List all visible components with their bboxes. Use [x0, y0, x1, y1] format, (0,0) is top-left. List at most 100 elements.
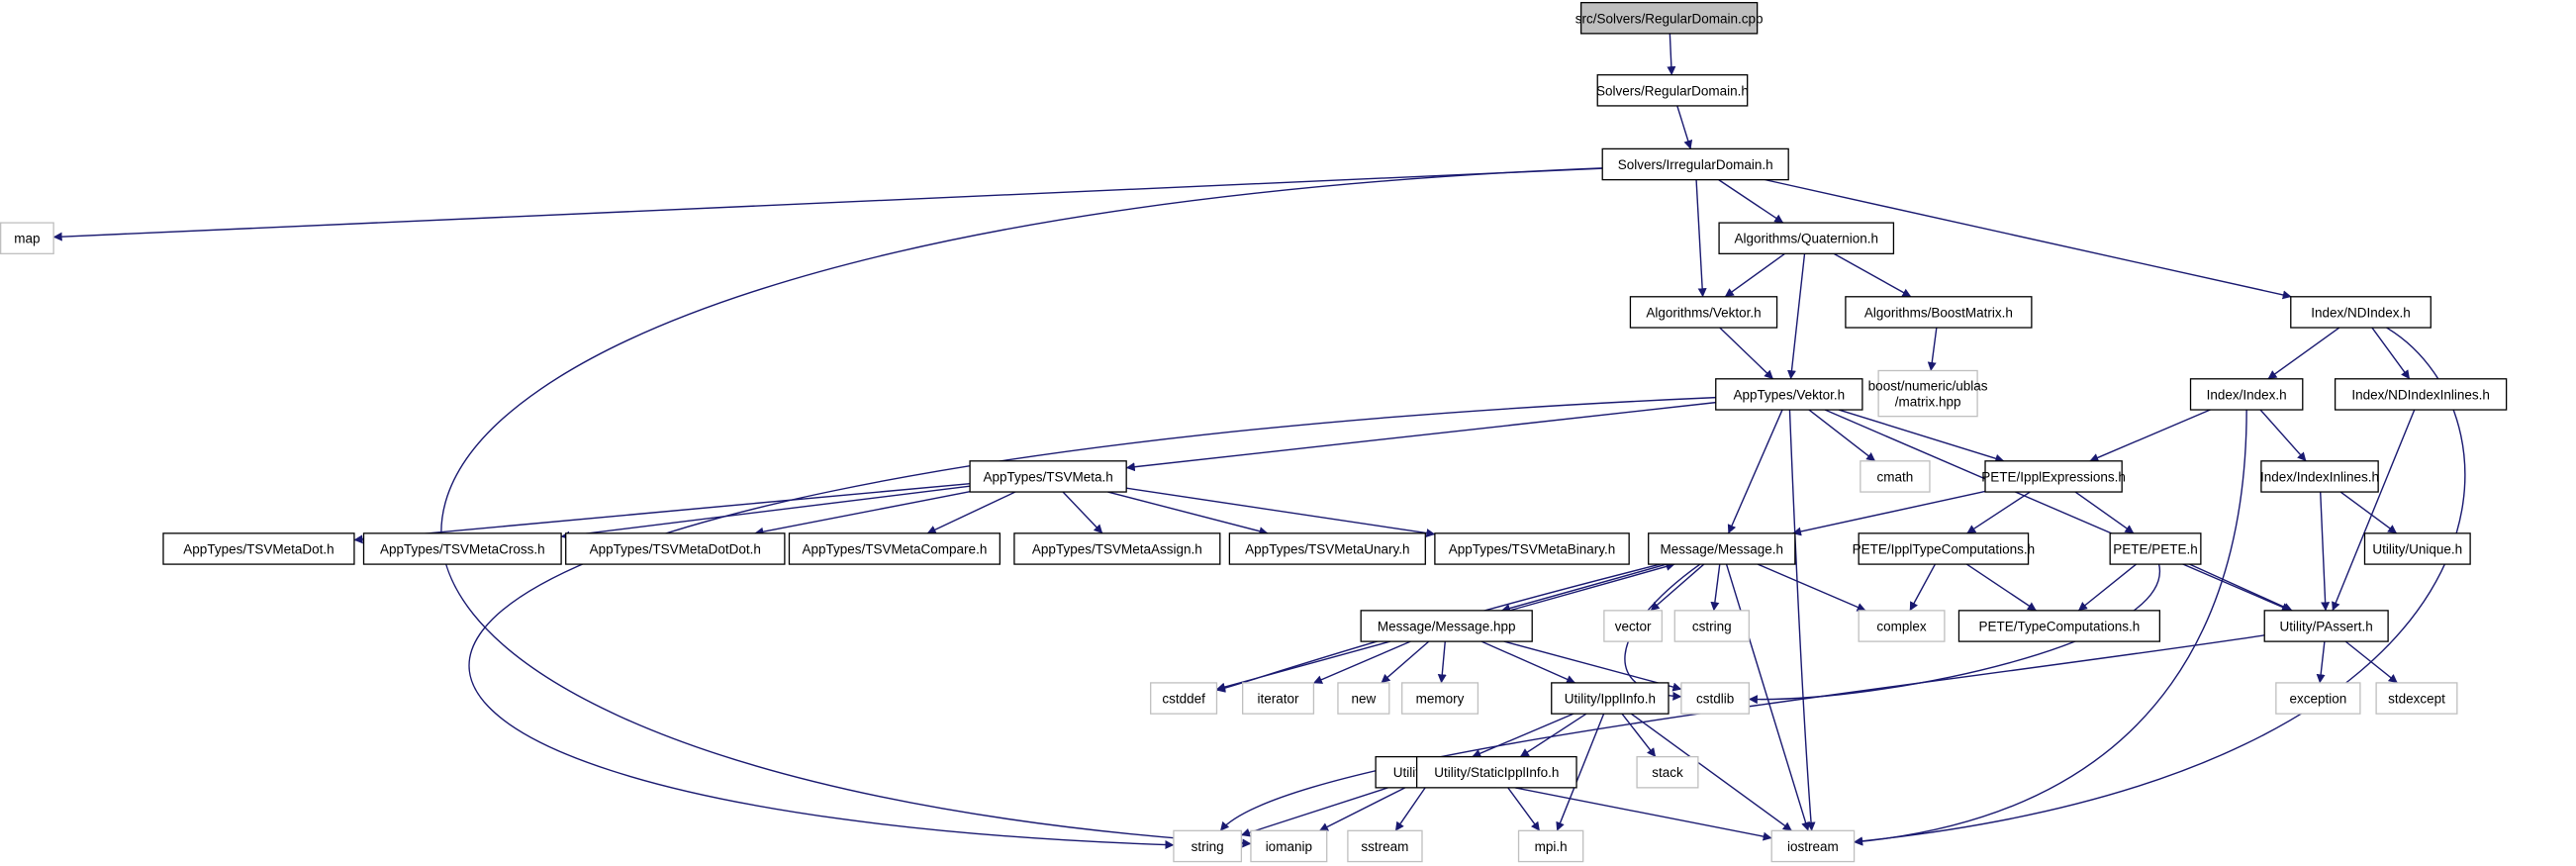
node-label: Index/NDIndex.h	[2311, 305, 2411, 320]
node-label: Utility/IpplInfo.h	[1565, 692, 1656, 707]
include-edge	[1503, 640, 1682, 692]
node-label: memory	[1416, 692, 1465, 707]
system-header-node: cmath	[1860, 460, 1931, 493]
node-box	[2290, 296, 2432, 329]
node-box	[1877, 369, 1978, 418]
node-box	[1013, 532, 1221, 565]
header-file-node[interactable]: AppTypes/TSVMetaCross.h	[362, 532, 562, 565]
include-edge	[1519, 713, 1587, 758]
node-label: AppTypes/TSVMetaCompare.h	[802, 541, 987, 556]
node-box	[1715, 378, 1863, 411]
include-edge	[2259, 409, 2307, 462]
include-edge	[1437, 641, 1447, 684]
node-box	[565, 532, 786, 565]
header-file-node[interactable]: Index/IndexInlines.h	[2260, 460, 2379, 493]
header-file-node[interactable]: Algorithms/Quaternion.h	[1718, 222, 1895, 254]
system-header-node: complex	[1858, 610, 1946, 642]
include-edge	[440, 167, 1603, 848]
root-file-node[interactable]: src/Solvers/RegularDomain.cpp	[1575, 1, 1764, 35]
include-edge	[1833, 252, 1912, 298]
header-file-node[interactable]: AppTypes/TSVMetaDot.h	[162, 532, 355, 565]
node-box	[1551, 682, 1670, 715]
node-label: AppTypes/TSVMetaUnary.h	[1245, 541, 1409, 556]
header-file-node[interactable]: AppTypes/TSVMetaUnary.h	[1228, 532, 1426, 565]
header-file-node[interactable]: Solvers/RegularDomain.h	[1596, 74, 1749, 107]
header-file-node[interactable]: PETE/TypeComputations.h	[1957, 610, 2161, 642]
include-edge	[1966, 491, 2031, 534]
include-edge	[2089, 409, 2211, 462]
include-edge	[1965, 563, 2037, 612]
include-edge	[1724, 252, 1785, 298]
include-edge	[1765, 178, 2292, 300]
include-edge	[2316, 641, 2326, 684]
header-file-node[interactable]: Utility/PAssert.h	[2263, 610, 2389, 642]
header-file-node[interactable]: AppTypes/Vektor.h	[1715, 378, 1863, 411]
header-file-node[interactable]: AppTypes/TSVMetaCompare.h	[788, 532, 1001, 565]
node-box	[788, 532, 1001, 565]
node-label: Algorithms/Quaternion.h	[1734, 232, 1878, 246]
node-box	[1579, 1, 1759, 35]
system-header-node: iomanip	[1250, 829, 1328, 863]
node-label: /matrix.hpp	[1895, 395, 1961, 410]
include-edge	[1667, 33, 1676, 76]
include-edge	[1621, 713, 1657, 758]
include-edge	[1788, 410, 1816, 831]
header-file-node[interactable]: Message/Message.hpp	[1360, 610, 1533, 642]
node-box	[2263, 610, 2389, 642]
node-box	[1673, 610, 1750, 642]
header-file-node[interactable]: Algorithms/Vektor.h	[1629, 296, 1778, 329]
node-box	[2334, 378, 2508, 411]
node-box	[1250, 829, 1328, 863]
header-file-node[interactable]: Index/Index.h	[2189, 378, 2304, 411]
header-file-node[interactable]: AppTypes/TSVMetaAssign.h	[1013, 532, 1221, 565]
node-label: Message/Message.hpp	[1378, 619, 1516, 633]
node-box	[1173, 829, 1243, 863]
header-file-node[interactable]: Utility/IpplInfo.h	[1551, 682, 1670, 715]
include-edge	[1107, 491, 1269, 536]
node-label: Utility/StaticIpplInfo.h	[1434, 765, 1559, 780]
include-edge	[1507, 787, 1541, 831]
header-file-node[interactable]: PETE/IpplTypeComputations.h	[1853, 532, 2036, 565]
header-file-node[interactable]: Index/NDIndexInlines.h	[2334, 378, 2508, 411]
node-label: AppTypes/TSVMetaDotDot.h	[590, 541, 761, 556]
header-file-node[interactable]: PETE/PETE.h	[2109, 532, 2202, 565]
node-label: AppTypes/TSVMetaDot.h	[183, 541, 334, 556]
header-file-node[interactable]: Message/Message.h	[1648, 532, 1796, 565]
header-file-node[interactable]: Utility/Unique.h	[2363, 532, 2471, 565]
node-label: stdexcept	[2388, 692, 2445, 707]
node-label: vector	[1615, 619, 1652, 633]
node-label: complex	[1876, 619, 1927, 633]
node-label: Utility/PAssert.h	[2280, 619, 2373, 633]
node-label: mpi.h	[1535, 839, 1568, 854]
header-file-node[interactable]: AppTypes/TSVMetaDotDot.h	[565, 532, 786, 565]
header-file-node[interactable]: Index/NDIndex.h	[2290, 296, 2432, 329]
header-file-node[interactable]: Algorithms/BoostMatrix.h	[1845, 296, 2033, 329]
include-edge	[1824, 409, 2291, 612]
node-label: Algorithms/BoostMatrix.h	[1864, 305, 2013, 320]
node-label: PETE/IpplTypeComputations.h	[1853, 541, 2036, 556]
node-box	[1636, 755, 1699, 789]
node-box	[1860, 460, 1931, 493]
system-header-node: vector	[1603, 610, 1664, 642]
node-box	[1596, 74, 1749, 107]
node-label: cstring	[1692, 619, 1732, 633]
include-edge	[2267, 327, 2340, 380]
header-file-node[interactable]: AppTypes/TSVMeta.h	[969, 460, 1127, 493]
node-label: map	[14, 232, 40, 246]
node-box	[1718, 222, 1895, 254]
include-edge	[1854, 410, 2247, 846]
header-file-node[interactable]: AppTypes/TSVMetaBinary.h	[1434, 532, 1630, 565]
include-edge	[926, 491, 1016, 534]
include-edge	[754, 491, 971, 536]
system-header-node: iostream	[1770, 829, 1856, 863]
include-edge	[1381, 640, 1430, 684]
node-label: new	[1351, 692, 1376, 707]
header-file-node[interactable]: Solvers/IrregularDomain.h	[1601, 147, 1789, 181]
node-box	[1957, 610, 2161, 642]
node-box	[969, 460, 1127, 493]
include-edge	[2371, 327, 2411, 380]
header-file-node[interactable]: Utility/StaticIpplInfo.h	[1415, 755, 1577, 789]
header-file-node[interactable]: PETE/IpplExpressions.h	[1981, 460, 2126, 493]
include-edge	[1710, 563, 1721, 612]
